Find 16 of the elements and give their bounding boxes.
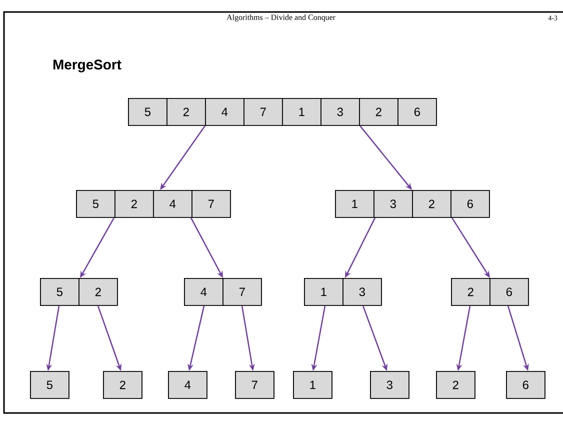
array-box: 1 [293,371,332,399]
array-box: 5 2 [40,278,118,306]
array-box: 6 [506,371,546,399]
array-box: 3 [370,371,410,399]
array-box: 1 3 2 6 [335,190,490,218]
array-box: 4 7 [184,278,262,306]
array-box: 5 2 4 7 1 3 2 6 [128,98,437,126]
array-box: 4 [168,371,208,399]
array-box: 2 6 [451,278,529,306]
array-box: 7 [235,371,274,399]
array-box: 1 3 [304,278,382,306]
slide-title: MergeSort [53,60,122,72]
array-box: 5 [30,371,70,399]
array-box: 2 [103,371,142,399]
array-box: 2 [436,371,476,399]
array-box: 5 2 4 7 [76,190,231,218]
